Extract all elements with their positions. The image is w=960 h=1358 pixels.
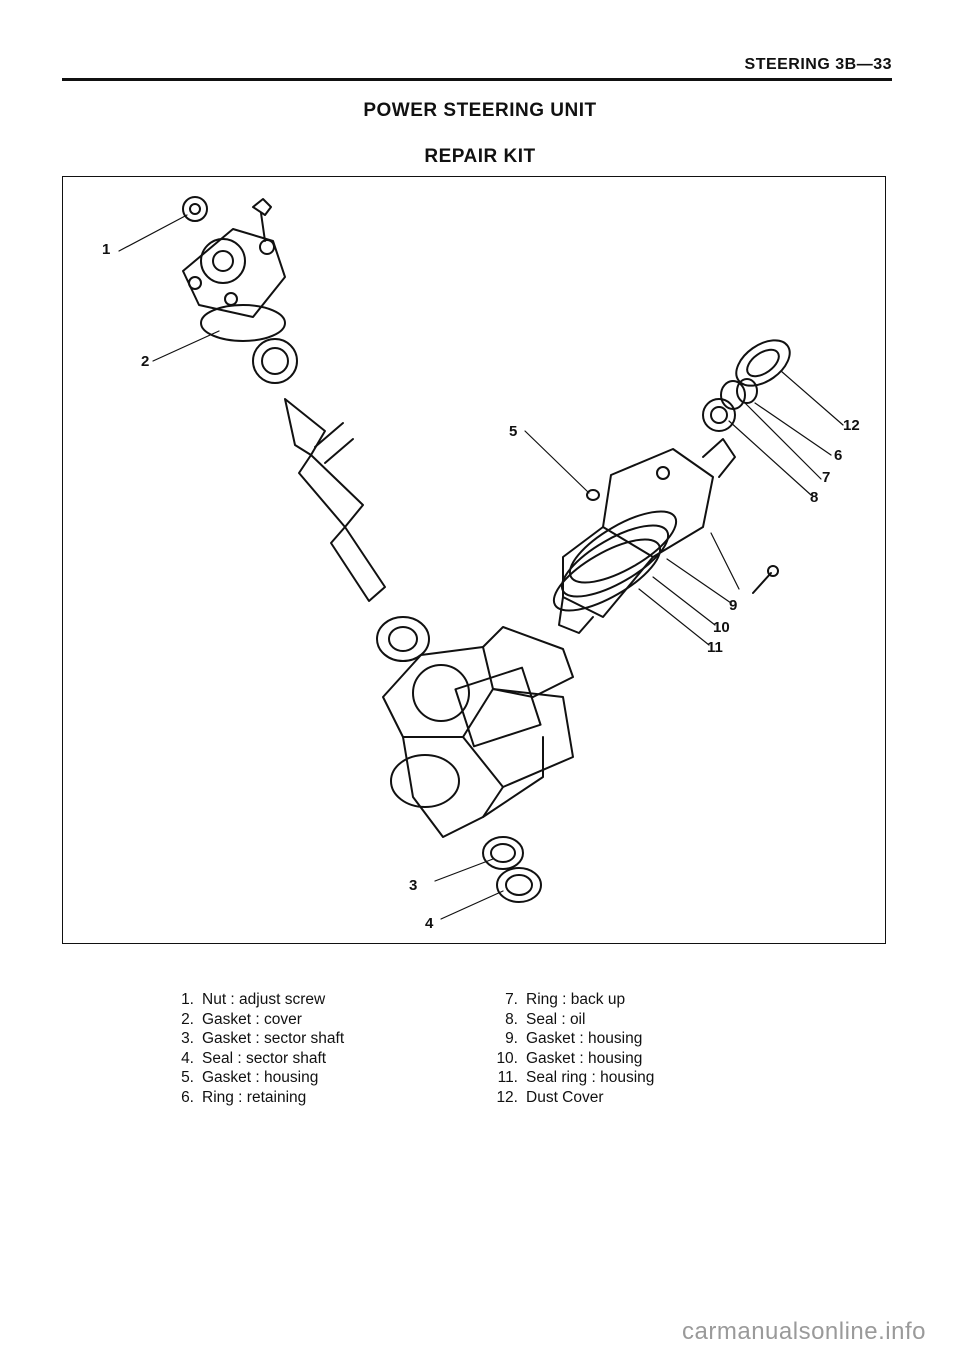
gear-housing-part: [382, 626, 574, 838]
callout-9: 9: [729, 597, 738, 614]
valve-body-part: [552, 438, 736, 634]
worm-shaft-part: [284, 398, 386, 602]
header-rule: [62, 78, 892, 81]
watermark: carmanualsonline.info: [682, 1318, 926, 1345]
callout-12: 12: [843, 417, 860, 434]
legend-item: 6.Ring : retaining: [181, 1088, 307, 1106]
legend-item: 10.Gasket : housing: [496, 1049, 643, 1067]
callout-8: 8: [810, 489, 819, 506]
exploded-view-drawing: [118, 196, 844, 920]
parts-legend-right: 7.Ring : back up 8.Seal : oil 9.Gasket :…: [492, 990, 654, 1108]
section-header: STEERING 3B—33: [744, 56, 892, 73]
legend-item: 4.Seal : sector shaft: [181, 1049, 327, 1067]
bearing-part: [252, 338, 298, 384]
legend-item: 2.Gasket : cover: [181, 1010, 302, 1028]
legend-item: 1.Nut : adjust screw: [181, 991, 326, 1008]
page-subtitle: REPAIR KIT: [424, 146, 536, 167]
bolt-part: [752, 565, 779, 594]
cover-gasket-part: [200, 304, 286, 342]
exploded-view-figure: 1 2 3 4 5 6 7 8 9 10 11 12: [62, 176, 886, 944]
callout-10: 10: [713, 619, 730, 636]
page-title: POWER STEERING UNIT: [363, 100, 597, 121]
callout-2: 2: [141, 353, 150, 370]
legend-item: 12.Dust Cover: [496, 1088, 604, 1106]
housing-bearing-part: [376, 616, 430, 662]
housing-gasket-small-part: [586, 489, 600, 501]
cover-plate-part: [182, 196, 286, 318]
legend-item: 9.Gasket : housing: [505, 1030, 643, 1048]
callout-7: 7: [822, 469, 831, 486]
leader-lines: [118, 214, 844, 920]
callout-1: 1: [102, 241, 111, 258]
legend-item: 11.Seal ring : housing: [497, 1069, 655, 1087]
parts-legend-left: 1.Nut : adjust screw 2.Gasket : cover 3.…: [168, 990, 344, 1108]
callout-5: 5: [509, 423, 518, 440]
legend-item: 7.Ring : back up: [505, 991, 626, 1008]
callout-3: 3: [409, 877, 418, 894]
legend-item: 5.Gasket : housing: [181, 1069, 319, 1087]
pinion-rings-part: [702, 339, 791, 432]
legend-item: 8.Seal : oil: [505, 1010, 586, 1028]
callout-6: 6: [834, 447, 843, 464]
legend-item: 3.Gasket : sector shaft: [181, 1030, 345, 1048]
sector-shaft-seals-part: [482, 836, 542, 903]
callout-11: 11: [707, 639, 723, 656]
callout-4: 4: [425, 915, 434, 932]
